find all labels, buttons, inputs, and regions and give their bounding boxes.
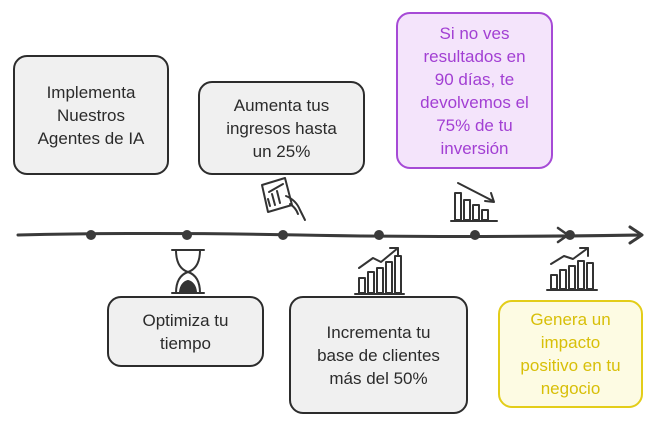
milestone-box-5: Si no ves resultados en 90 días, te devo… [396,12,553,169]
milestone-box-2: Optimiza tu tiempo [107,296,264,367]
timeline-dot-1 [86,230,96,240]
timeline-dot-3 [278,230,288,240]
growth-chart-icon-2 [546,247,598,291]
timeline-dot-6 [565,230,575,240]
growth-chart-icon-1 [354,247,405,295]
hourglass-icon [171,249,205,294]
milestone-box-6: Genera un impacto positivo en tu negocio [498,300,643,408]
timeline-axis [16,232,642,238]
timeline-dot-4 [374,230,384,240]
milestone-box-3: Aumenta tus ingresos hasta un 25% [198,81,365,175]
milestone-box-4: Incrementa tu base de clientes más del 5… [289,296,468,414]
timeline-dot-5 [470,230,480,240]
hand-chart-icon [261,177,306,221]
timeline-dot-2 [182,230,192,240]
timeline-arrowhead [628,225,644,245]
declining-chart-icon [450,182,498,222]
milestone-box-1: Implementa Nuestros Agentes de IA [13,55,169,175]
